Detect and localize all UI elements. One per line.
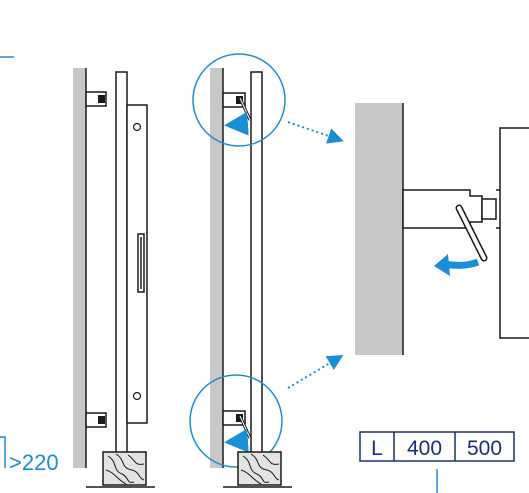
side-view-left [73, 68, 155, 488]
side-view-middle [189, 53, 292, 488]
release-arrow-detail [443, 258, 480, 269]
wood-block-left [102, 451, 147, 486]
release-arrow-bottom [224, 428, 249, 453]
detail-callout-circle-bottom [189, 374, 283, 468]
clearance-label: >220 [9, 450, 59, 475]
panel-screw-top [132, 122, 142, 132]
dimension-table: L 400 500 [359, 431, 515, 493]
bracket-detail [402, 189, 483, 229]
clearance-dimension-line [0, 436, 6, 468]
release-arrow-top [224, 111, 249, 136]
radiator-column-middle [250, 71, 263, 469]
radiator-frame-detail [499, 127, 529, 339]
dimension-value-2: 500 [467, 437, 502, 460]
radiator-column-left [115, 71, 128, 469]
detail-callout-circle-top [192, 53, 286, 147]
leader-arrow-bottom [287, 354, 344, 389]
leader-arrow-top [287, 121, 344, 144]
wood-block-middle [237, 451, 282, 486]
dimension-table-header: L [371, 437, 383, 460]
wall-middle [210, 68, 223, 468]
wall-detail [355, 103, 403, 355]
front-panel [126, 104, 148, 424]
panel-screw-bottom [132, 391, 142, 401]
detail-enlargement [355, 103, 529, 355]
wall-left [73, 68, 86, 468]
dimension-value-1: 400 [407, 437, 442, 460]
